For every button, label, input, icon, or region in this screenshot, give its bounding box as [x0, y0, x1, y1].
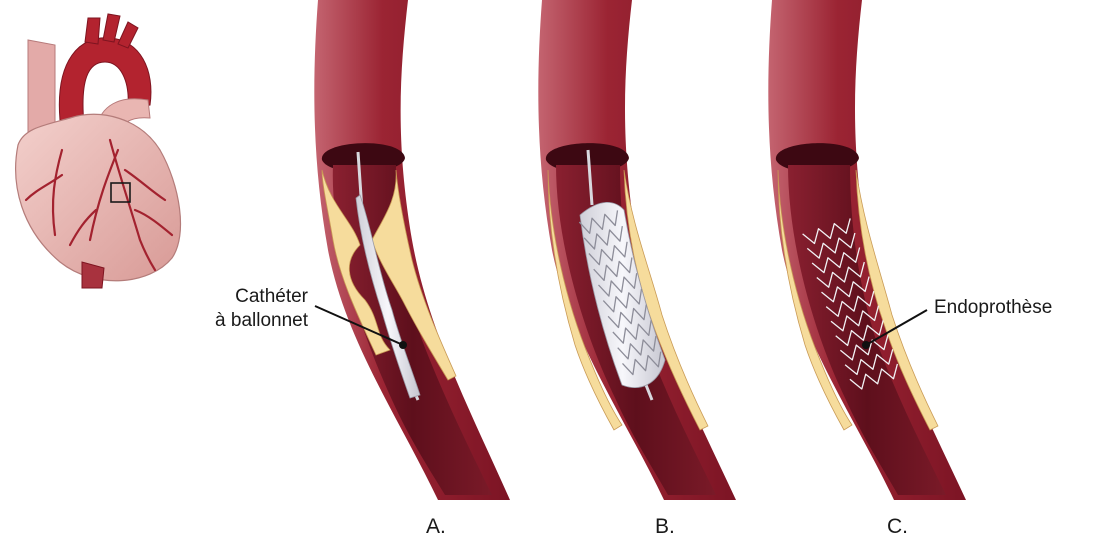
vessel-b	[538, 0, 736, 500]
panel-label-c: C.	[887, 515, 908, 539]
aorta-branch-3	[118, 22, 138, 48]
stent-pointer-dot	[862, 341, 870, 349]
vessel-a	[314, 0, 510, 500]
catheter-label: Cathéter à ballonnet	[196, 285, 308, 333]
catheter-label-line2: à ballonnet	[196, 309, 308, 333]
catheter-label-line1: Cathéter	[196, 285, 308, 309]
catheter-pointer-dot	[399, 341, 407, 349]
heart-body	[16, 114, 181, 280]
aorta-branch-2	[103, 14, 120, 42]
stent-label: Endoprothèse	[934, 296, 1052, 320]
panel-label-a: A.	[426, 515, 446, 539]
heart-illustration	[16, 14, 181, 288]
vessel-c	[768, 0, 966, 500]
aorta-branch-1	[85, 18, 100, 44]
panel-label-b: B.	[655, 515, 675, 539]
